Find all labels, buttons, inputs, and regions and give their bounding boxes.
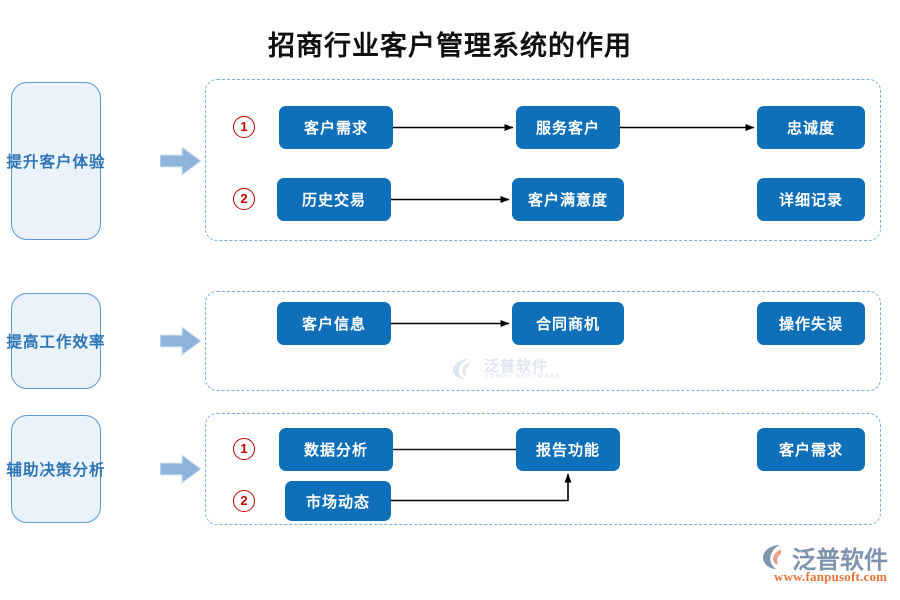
node-label: 客户需求 xyxy=(303,120,368,137)
category-panel-2[interactable]: 提高工作效率 xyxy=(7,293,105,389)
group-box-2 xyxy=(205,291,881,391)
node-label: 操作失误 xyxy=(778,316,843,333)
node-label: 历史交易 xyxy=(301,192,366,209)
node-detailed-record[interactable]: 详细记录 xyxy=(757,178,865,221)
category-panel-3[interactable]: 辅助决策分析 xyxy=(7,415,105,523)
node-label: 客户满意度 xyxy=(527,192,608,209)
node-label: 忠诚度 xyxy=(786,120,835,137)
node-customer-info[interactable]: 客户信息 xyxy=(277,302,391,345)
watermark-text: 泛普软件 xyxy=(484,358,549,375)
row-number-3-2: 2 xyxy=(233,490,255,512)
page-title: 招商行业客户管理系统的作用 xyxy=(268,31,632,61)
node-customer-satisfaction[interactable]: 客户满意度 xyxy=(512,178,624,221)
panel-arrow-3 xyxy=(160,454,202,484)
node-report-function[interactable]: 报告功能 xyxy=(516,428,620,471)
group-box-1 xyxy=(205,79,881,241)
node-label: 报告功能 xyxy=(535,442,600,459)
node-customer-demand-2[interactable]: 客户需求 xyxy=(757,428,865,471)
node-data-analysis[interactable]: 数据分析 xyxy=(279,428,393,471)
panel-arrow-2 xyxy=(160,326,202,356)
node-service-customer[interactable]: 服务客户 xyxy=(516,106,620,149)
node-customer-demand[interactable]: 客户需求 xyxy=(279,106,393,149)
node-contract-opportunity[interactable]: 合同商机 xyxy=(512,302,624,345)
node-label: 服务客户 xyxy=(535,120,600,137)
node-label: 合同商机 xyxy=(535,316,600,333)
category-panel-2-label: 提高工作效率 xyxy=(6,334,106,351)
node-loyalty[interactable]: 忠诚度 xyxy=(757,106,865,149)
watermark-subtext: FANPU SOFTWARE xyxy=(485,373,562,380)
category-panel-1-label: 提升客户体验 xyxy=(6,154,106,171)
watermark-logo-icon xyxy=(453,359,469,379)
category-panel-1[interactable]: 提升客户体验 xyxy=(7,82,105,240)
node-label: 市场动态 xyxy=(305,493,370,511)
brand-logo-icon xyxy=(763,545,781,569)
brand-logo: 泛普软件 www.fanpusoft.com xyxy=(762,540,892,590)
node-label: 客户需求 xyxy=(778,442,843,459)
node-operation-error[interactable]: 操作失误 xyxy=(757,302,865,345)
group-box-3 xyxy=(205,413,881,525)
row-number-1-2: 2 xyxy=(233,188,255,210)
category-panel-3-label: 辅助决策分析 xyxy=(6,462,106,479)
row-number-3-1: 1 xyxy=(233,438,255,460)
node-market-trend[interactable]: 市场动态 xyxy=(285,481,391,521)
node-label: 客户信息 xyxy=(301,316,366,333)
brand-logo-url: www.fanpusoft.com xyxy=(774,569,888,584)
brand-logo-text: 泛普软件 xyxy=(792,547,888,574)
watermark: 泛普软件 FANPU SOFTWARE xyxy=(452,355,572,387)
node-history-transaction[interactable]: 历史交易 xyxy=(277,178,391,221)
node-label: 详细记录 xyxy=(778,192,843,209)
row-number-1-1: 1 xyxy=(233,116,255,138)
panel-arrow-1 xyxy=(160,146,202,176)
node-label: 数据分析 xyxy=(303,442,368,459)
